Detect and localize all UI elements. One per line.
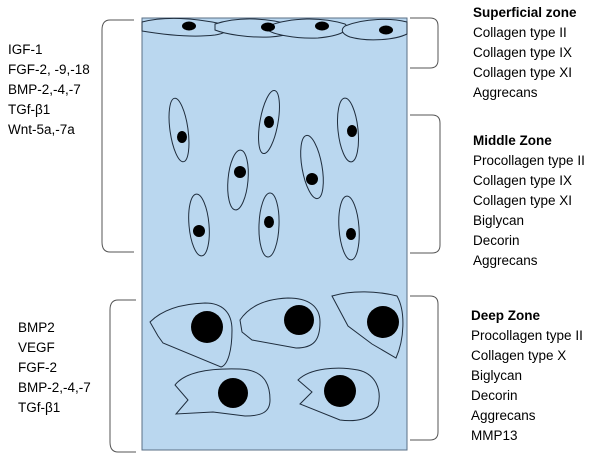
zone-title: Middle Zone	[473, 133, 552, 148]
zone-item: Decorin	[473, 233, 520, 248]
zone-item: Aggrecans	[471, 408, 536, 423]
zone-item: Procollagen type II	[471, 328, 583, 343]
zone-item: Biglycan	[471, 368, 523, 383]
middle-cells	[168, 89, 360, 261]
nucleus	[306, 173, 318, 185]
nucleus	[324, 375, 356, 407]
hypertrophic-cell	[174, 368, 271, 417]
nucleus	[261, 22, 275, 32]
growth-factors-upper-list: IGF-1 FGF-2, -9,-18 BMP-2,-4,-7 TGf-β1 W…	[8, 40, 90, 140]
nucleus	[218, 378, 248, 408]
nucleus	[347, 125, 357, 137]
middle-nuclei	[177, 116, 357, 240]
growth-factor: VEGF	[18, 340, 55, 355]
oval-cell	[338, 195, 360, 261]
nucleus	[367, 306, 399, 338]
oval-cell	[300, 134, 324, 200]
hypertrophic-cell	[331, 291, 404, 359]
superficial-nuclei	[182, 21, 393, 35]
growth-factor: BMP2	[18, 320, 55, 335]
nucleus	[315, 21, 329, 31]
deep-zone-list: Deep Zone Procollagen type II Collagen t…	[471, 306, 583, 446]
flat-cell	[341, 18, 408, 41]
zone-item: Aggrecans	[473, 85, 538, 100]
zone-title: Deep Zone	[471, 308, 541, 323]
growth-factor: Wnt-5a,-7a	[8, 122, 75, 137]
nucleus	[284, 305, 314, 335]
zone-title: Superficial zone	[473, 5, 577, 20]
right-deep-bracket	[410, 295, 439, 441]
hypertrophic-cell	[239, 297, 321, 349]
zone-item: Biglycan	[473, 213, 525, 228]
oval-cell	[168, 97, 190, 163]
nucleus	[346, 228, 356, 240]
growth-factor: TGf-β1	[18, 400, 61, 415]
nucleus	[191, 311, 223, 343]
oval-cell	[227, 149, 249, 211]
zone-item: Collagen type IX	[473, 173, 573, 188]
nucleus	[264, 116, 274, 128]
left-upper-bracket	[101, 19, 134, 253]
nucleus	[234, 166, 246, 178]
zone-item: Aggrecans	[473, 253, 538, 268]
zone-item: Collagen type XI	[473, 193, 573, 208]
nucleus	[177, 131, 187, 143]
zone-item: Collagen type IX	[473, 45, 573, 60]
growth-factor: FGF-2	[18, 360, 57, 375]
hypertrophic-cell	[149, 302, 233, 368]
growth-factors-lower-list: BMP2 VEGF FGF-2 BMP-2,-4,-7 TGf-β1	[18, 318, 91, 418]
growth-factor: FGF-2, -9,-18	[8, 62, 90, 77]
oval-cell	[258, 89, 280, 155]
zone-item: Procollagen type II	[473, 153, 585, 168]
zone-item: Collagen type X	[471, 348, 567, 363]
deep-nuclei	[191, 305, 399, 408]
middle-zone-list: Middle Zone Procollagen type II Collagen…	[473, 131, 585, 271]
superficial-zone-list: Superficial zone Collagen type II Collag…	[473, 3, 577, 103]
oval-cell	[188, 193, 210, 257]
growth-factor: BMP-2,-4,-7	[18, 380, 91, 395]
growth-factor: BMP-2,-4,-7	[8, 82, 81, 97]
zone-item: MMP13	[471, 428, 518, 443]
oval-cell	[337, 97, 359, 163]
growth-factor: TGf-β1	[8, 102, 51, 117]
right-superficial-bracket	[410, 17, 439, 69]
zone-item: Collagen type II	[473, 25, 567, 40]
zone-item: Collagen type XI	[473, 65, 573, 80]
oval-cell	[258, 192, 280, 258]
right-middle-bracket	[410, 114, 441, 254]
nucleus	[264, 216, 274, 228]
deep-cells	[149, 291, 404, 422]
left-lower-bracket	[109, 299, 136, 453]
nucleus	[379, 25, 393, 35]
nucleus	[182, 21, 196, 31]
cartilage-tissue	[141, 17, 408, 451]
nucleus	[193, 225, 205, 237]
hypertrophic-cell	[297, 367, 380, 422]
zone-item: Decorin	[471, 388, 518, 403]
brackets	[101, 17, 441, 453]
growth-factor: IGF-1	[8, 42, 43, 57]
